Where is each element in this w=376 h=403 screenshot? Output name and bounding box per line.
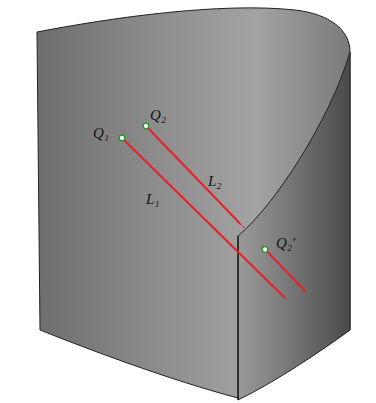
point-q2-prime xyxy=(262,247,268,253)
line-l1 xyxy=(122,138,285,298)
point-q2 xyxy=(143,123,149,129)
line-label: L₂ xyxy=(208,174,222,189)
point-label: Q₂′ xyxy=(276,236,295,251)
point-q1 xyxy=(119,135,125,141)
line-l2 xyxy=(262,246,306,292)
front-edge xyxy=(237,236,238,400)
point-label: Q₂ xyxy=(150,108,166,123)
line-label: L₁ xyxy=(146,192,160,207)
point-label: Q₁ xyxy=(93,126,109,141)
cylinder-front-surface xyxy=(238,52,350,400)
